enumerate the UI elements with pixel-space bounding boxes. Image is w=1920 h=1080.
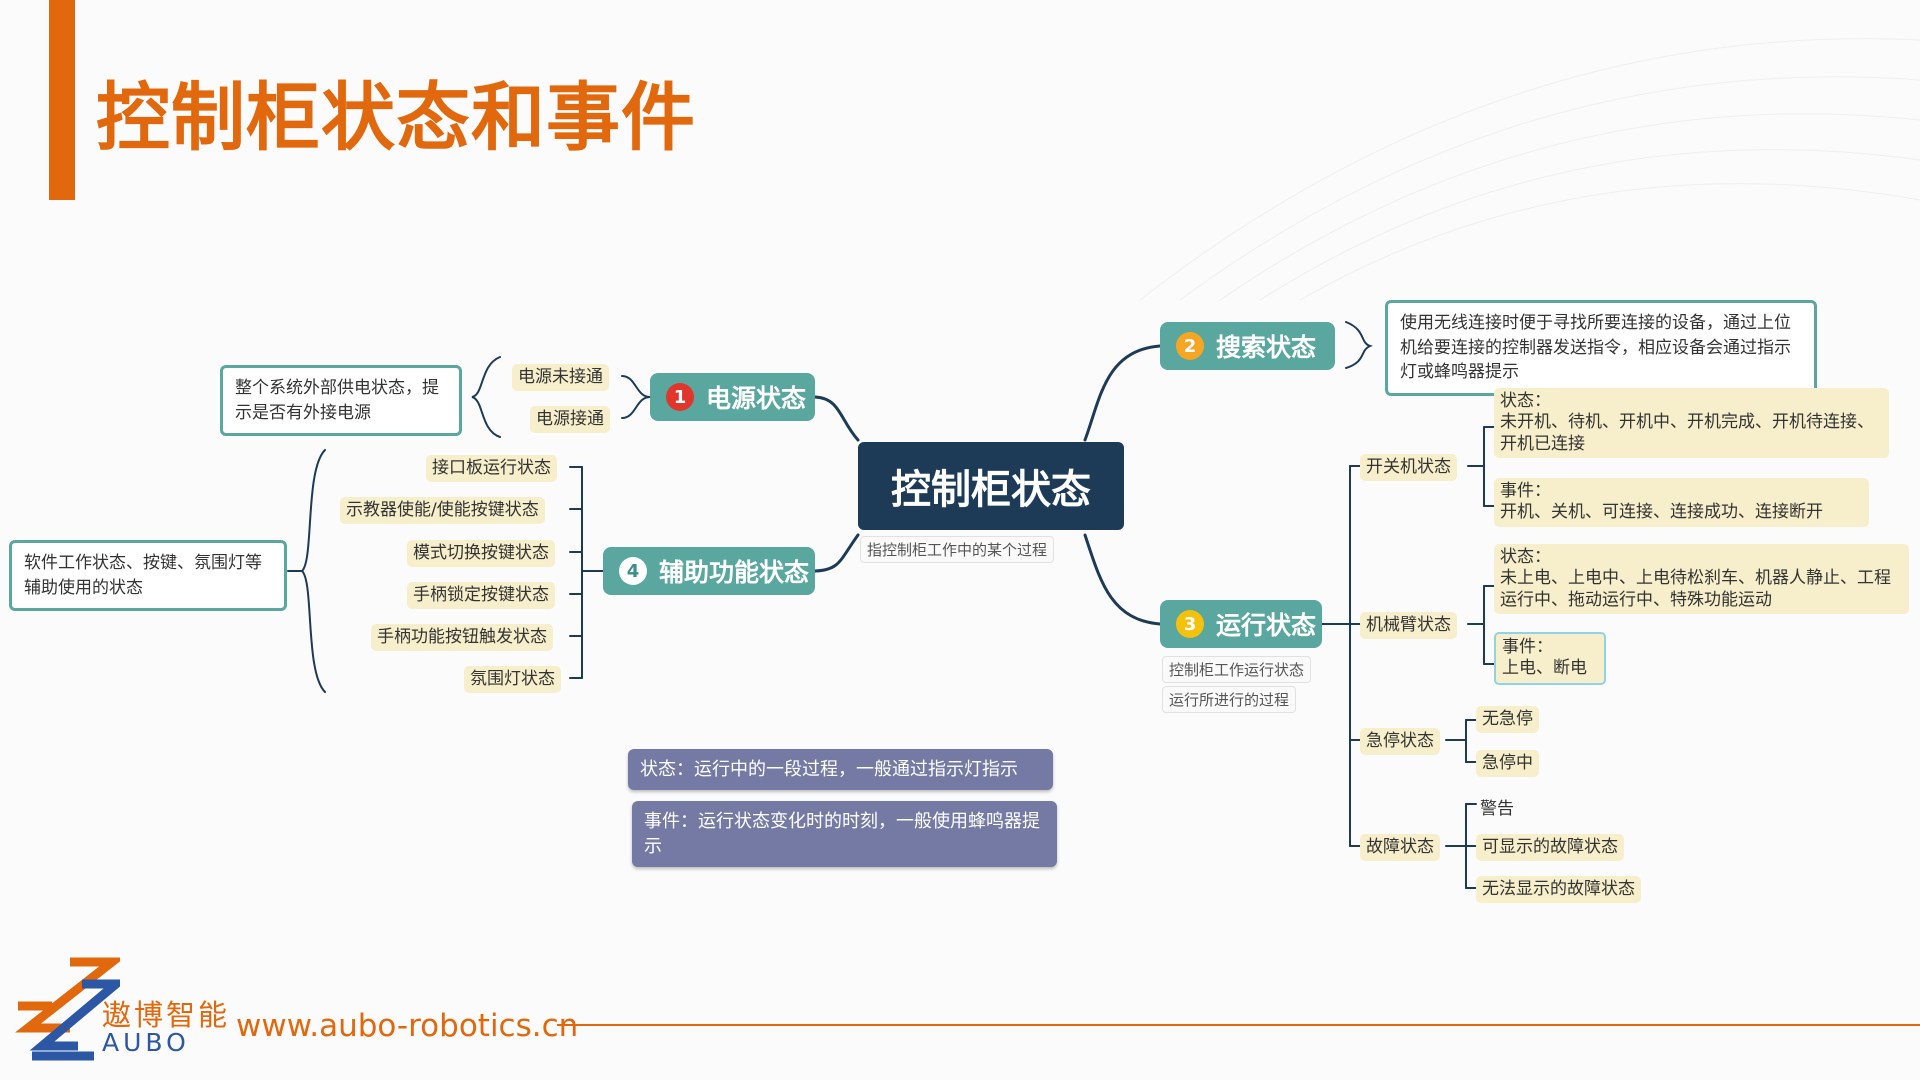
estop-leaf-none: 无急停 xyxy=(1476,706,1539,734)
root-note: 指控制柜工作中的某个过程 xyxy=(860,536,1055,563)
search-brace xyxy=(1345,321,1374,369)
aux-label: 辅助功能状态 xyxy=(659,558,810,587)
aux-leaf-interface-board: 接口板运行状态 xyxy=(426,455,557,483)
company-name-cn: 遨博智能 xyxy=(102,998,231,1032)
switch-event: 事件： 开机、关机、可连接、连接成功、连接断开 xyxy=(1494,478,1869,527)
number-badge-2: 2 xyxy=(1176,332,1204,360)
root-label: 控制柜状态 xyxy=(891,467,1091,513)
number-badge-3: 3 xyxy=(1176,610,1204,638)
link-root-power xyxy=(813,395,860,442)
aux-leaf-handle-lock: 手柄锁定按键状态 xyxy=(407,582,555,610)
power-leaf-on: 电源接通 xyxy=(530,406,610,434)
estop-branch: 急停状态 xyxy=(1360,728,1440,756)
aux-leaf-handle-button: 手柄功能按钮触发状态 xyxy=(371,624,553,652)
link-root-aux xyxy=(813,533,860,573)
power-note: 整个系统外部供电状态，提示是否有外接电源 xyxy=(220,365,462,437)
number-badge-1: 1 xyxy=(666,383,694,411)
aubo-logo-icon xyxy=(14,957,120,1061)
aux-node: 4 辅助功能状态 xyxy=(603,547,815,595)
search-note: 使用无线连接时便于寻找所要连接的设备，通过上位机给要连接的控制器发送指令，相应设… xyxy=(1385,300,1817,396)
power-label: 电源状态 xyxy=(706,384,807,413)
run-note-2: 运行所进行的过程 xyxy=(1162,686,1297,713)
run-label: 运行状态 xyxy=(1216,611,1317,640)
arm-state: 状态： 未上电、上电中、上电待松刹车、机器人静止、工程运行中、拖动运行中、特殊功… xyxy=(1494,544,1909,614)
arm-branch: 机械臂状态 xyxy=(1360,612,1457,640)
power-brace xyxy=(471,356,501,438)
company-url[interactable]: www.aubo-robotics.cn xyxy=(236,1008,579,1044)
search-label: 搜索状态 xyxy=(1216,333,1317,362)
aux-note: 软件工作状态、按键、氛围灯等辅助使用的状态 xyxy=(9,540,287,612)
switch-branch: 开关机状态 xyxy=(1360,454,1457,482)
legend-state: 状态：运行中的一段过程，一般通过指示灯指示 xyxy=(628,749,1053,791)
fault-leaf-displayable: 可显示的故障状态 xyxy=(1476,834,1624,862)
link-root-run xyxy=(1083,533,1162,626)
aux-leaf-mode-switch: 模式切换按键状态 xyxy=(407,540,555,568)
run-node: 3 运行状态 xyxy=(1160,600,1322,648)
aux-leaf-ambient-light: 氛围灯状态 xyxy=(464,666,561,694)
fault-leaf-undisplayable: 无法显示的故障状态 xyxy=(1476,876,1641,904)
arm-event: 事件： 上电、断电 xyxy=(1494,632,1606,685)
fault-leaf-warning: 警告 xyxy=(1480,799,1514,819)
power-node: 1 电源状态 xyxy=(650,373,815,421)
link-root-search xyxy=(1083,344,1162,442)
fault-branch: 故障状态 xyxy=(1360,834,1440,862)
company-name-en: AUBO xyxy=(102,1028,190,1057)
estop-leaf-active: 急停中 xyxy=(1476,750,1539,778)
legend-event: 事件：运行状态变化时的时刻，一般使用蜂鸣器提示 xyxy=(632,801,1057,868)
aux-brace xyxy=(300,449,326,693)
title-accent-bar xyxy=(49,0,75,200)
search-node: 2 搜索状态 xyxy=(1160,322,1335,370)
footer-divider xyxy=(557,1024,1920,1026)
switch-state: 状态： 未开机、待机、开机中、开机完成、开机待连接、开机已连接 xyxy=(1494,388,1889,458)
aux-leaf-pendant-enable: 示教器使能/使能按键状态 xyxy=(340,497,545,525)
run-note-1: 控制柜工作运行状态 xyxy=(1162,656,1312,683)
number-badge-4: 4 xyxy=(619,557,647,585)
root-node: 控制柜状态 xyxy=(858,442,1124,530)
slide-title: 控制柜状态和事件 xyxy=(96,75,696,161)
background-decoration xyxy=(1139,38,1920,300)
power-leaf-off: 电源未接通 xyxy=(512,364,609,392)
